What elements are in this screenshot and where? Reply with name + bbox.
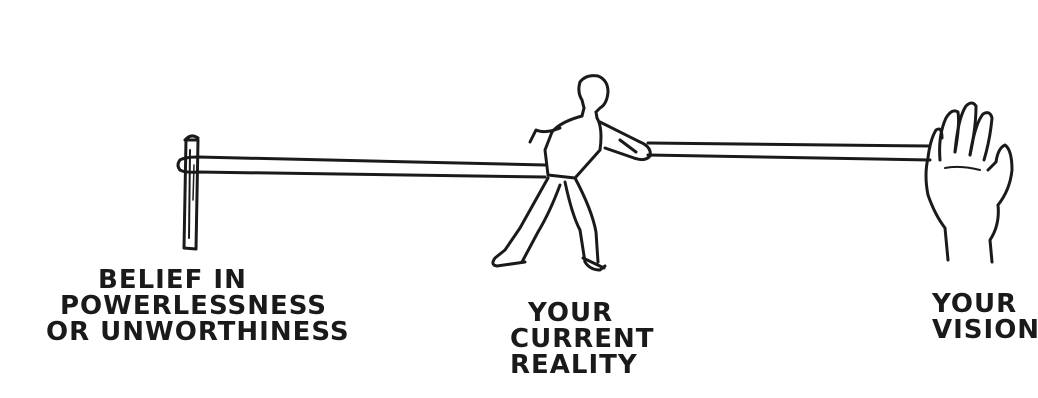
caption-reality-line-2: CURRENT — [510, 326, 655, 352]
caption-belief-line-1: BELIEF IN — [98, 267, 350, 293]
caption-current-reality: YOUR CURRENT REALITY — [510, 300, 655, 378]
caption-belief-line-2: POWERLESSNESS — [60, 293, 350, 319]
caption-reality-line-3: REALITY — [510, 352, 655, 378]
caption-vision: YOUR VISION — [932, 291, 1038, 343]
caption-belief-line-3: OR UNWORTHINESS — [46, 319, 350, 345]
person-icon — [493, 76, 650, 270]
rubber-band-right — [648, 143, 930, 160]
caption-vision-line-1: YOUR — [932, 291, 1038, 317]
post-icon — [184, 136, 198, 249]
hand-icon — [926, 103, 1012, 262]
caption-reality-line-1: YOUR — [528, 300, 655, 326]
rubber-band-left — [178, 157, 545, 177]
caption-vision-line-2: VISION — [932, 317, 1038, 343]
caption-belief: BELIEF IN POWERLESSNESS OR UNWORTHINESS — [46, 267, 350, 345]
